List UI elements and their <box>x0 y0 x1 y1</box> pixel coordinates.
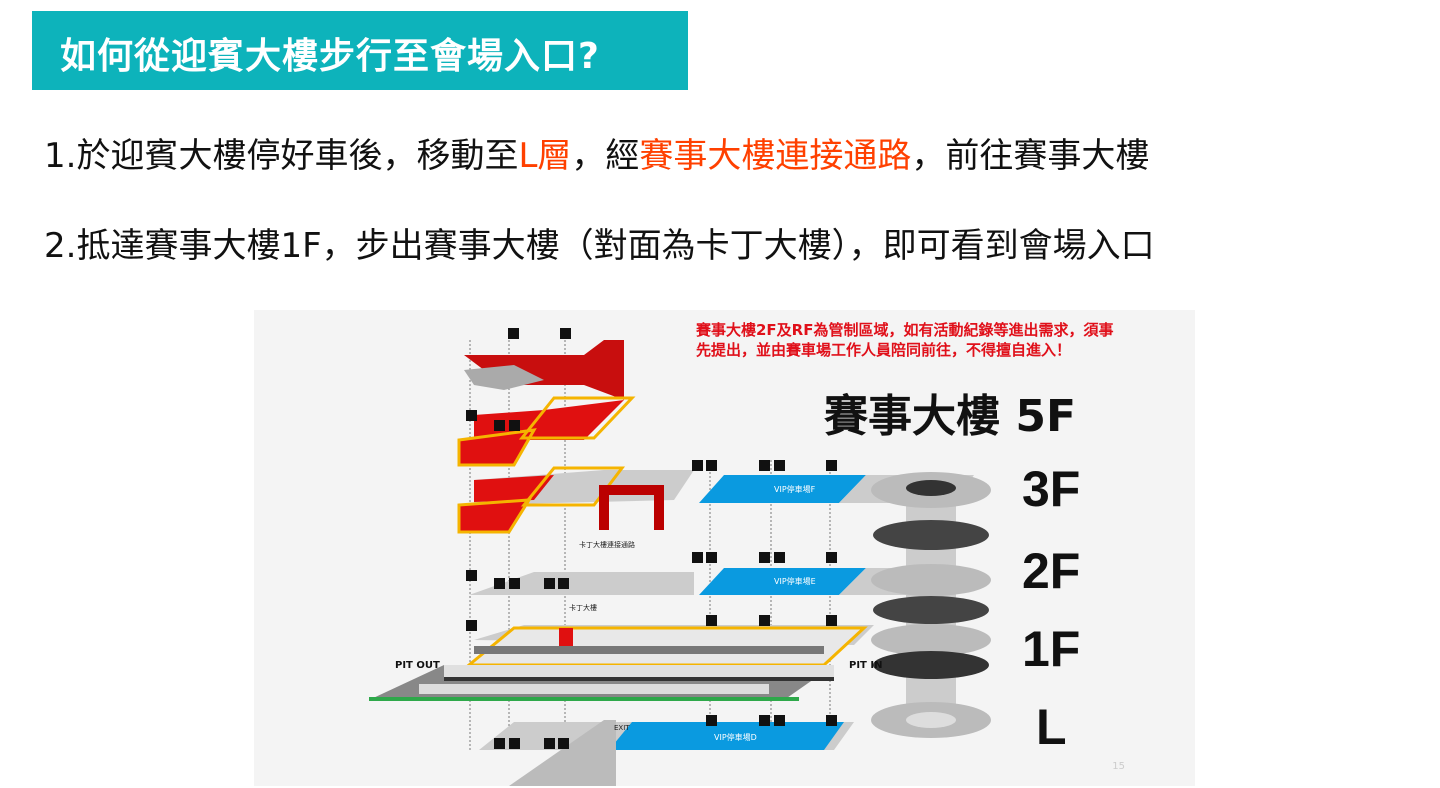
step-1-highlight-floor: L層 <box>518 136 572 176</box>
step-1-highlight-passage: 賽事大樓連接通路 <box>639 136 912 176</box>
page-title: 如何從迎賓大樓步行至會場入口? <box>60 36 600 77</box>
vip-parking-l-label: VIP停車場D <box>714 733 757 742</box>
page-number: 15 <box>1112 761 1125 772</box>
exit-label: EXIT <box>614 724 630 732</box>
floor-label-1f: 1F <box>1022 621 1081 677</box>
building-label: 賽事大樓 5F <box>824 380 1076 444</box>
floor-label-2f: 2F <box>1022 543 1081 599</box>
kart-building-label: 卡丁大樓 <box>569 604 597 612</box>
step-2: 2.抵達賽事大樓1F，步出賽事大樓（對面為卡丁大樓），即可看到會場入口 <box>44 226 1155 266</box>
floor-diagram <box>369 328 991 786</box>
building-name: 賽事大樓 <box>824 391 1000 442</box>
vip-parking-3f-label: VIP停車場F <box>774 485 816 494</box>
track-edge <box>369 697 799 701</box>
restricted-area-notice: 賽事大樓2F及RF為管制區域，如有活動紀錄等進出需求，須事 先提出，並由賽車場工… <box>696 320 1195 360</box>
floor-label-5f: 5F <box>1015 391 1076 442</box>
pit-out-label: PIT OUT <box>395 660 440 671</box>
vip-parking-l <box>609 722 844 750</box>
stair-icons <box>466 328 837 749</box>
step-1-text: 1.於迎賓大樓停好車後，移動至 <box>44 136 519 176</box>
title-bar: 如何從迎賓大樓步行至會場入口? <box>32 11 688 90</box>
kart-passage-label: 卡丁大樓連接通路 <box>579 541 635 549</box>
notice-line-2: 先提出，並由賽車場工作人員陪同前往，不得擅自進入！ <box>696 341 1072 359</box>
step-1-text-mid: ，經 <box>571 136 640 176</box>
vip-parking-2f <box>699 568 866 595</box>
floor-label-3f: 3F <box>1022 461 1081 517</box>
step-1-text-end: ，前往賽事大樓 <box>911 136 1150 176</box>
building-floor-map: 賽事大樓2F及RF為管制區域，如有活動紀錄等進出需求，須事 先提出，並由賽車場工… <box>254 310 1195 786</box>
step-1: 1.於迎賓大樓停好車後，移動至L層，經賽事大樓連接通路，前往賽事大樓 <box>44 128 1149 177</box>
pit-in-label: PIT IN <box>849 660 883 671</box>
spiral-ramp <box>871 472 991 738</box>
floor-label-l: L <box>1036 699 1067 755</box>
floor-2f <box>469 572 694 595</box>
vip-parking-2f-label: VIP停車場E <box>774 577 816 586</box>
vip-parking-3f <box>699 475 866 503</box>
notice-line-1: 賽事大樓2F及RF為管制區域，如有活動紀錄等進出需求，須事 <box>696 321 1114 339</box>
